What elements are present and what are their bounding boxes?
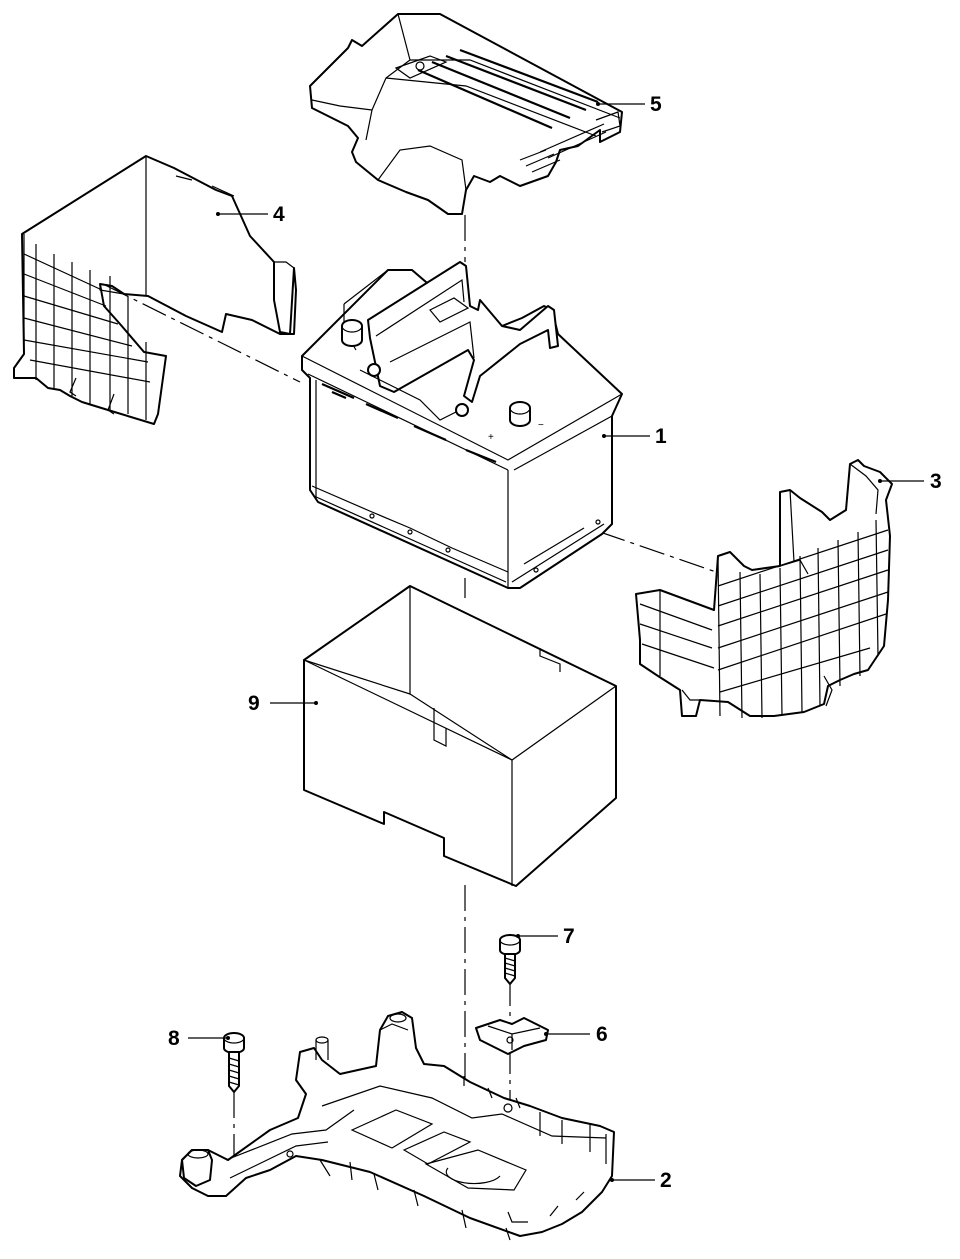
callout-8: 8 [168, 1027, 230, 1050]
callout-label-6: 6 [596, 1023, 608, 1046]
battery-tray [179, 1011, 615, 1241]
battery-insulation-box [303, 585, 617, 887]
battery-cover [309, 13, 623, 215]
callout-2: 2 [610, 1169, 672, 1192]
callout-9: 9 [248, 692, 318, 715]
callout-5: 5 [596, 93, 662, 116]
callout-label-9: 9 [248, 692, 260, 715]
callout-1: 1 [602, 425, 667, 448]
battery: + − [301, 261, 623, 589]
callout-6: 6 [544, 1023, 608, 1046]
right-side-cover [635, 459, 893, 719]
bolt-small [499, 934, 521, 985]
callout-label-2: 2 [660, 1169, 672, 1192]
left-side-cover [13, 155, 297, 425]
negative-terminal-mark: − [538, 420, 544, 431]
clamp-plate [475, 1017, 549, 1055]
callout-label-4: 4 [273, 203, 285, 226]
callout-label-3: 3 [930, 470, 942, 493]
callout-3: 3 [878, 470, 942, 493]
callout-7: 7 [516, 925, 575, 948]
positive-terminal-mark: + [488, 432, 494, 443]
callout-label-8: 8 [168, 1027, 180, 1050]
callout-label-7: 7 [563, 925, 575, 948]
callout-4: 4 [216, 203, 285, 226]
callout-label-1: 1 [655, 425, 667, 448]
callout-label-5: 5 [650, 93, 662, 116]
bolt-long [223, 1032, 245, 1093]
